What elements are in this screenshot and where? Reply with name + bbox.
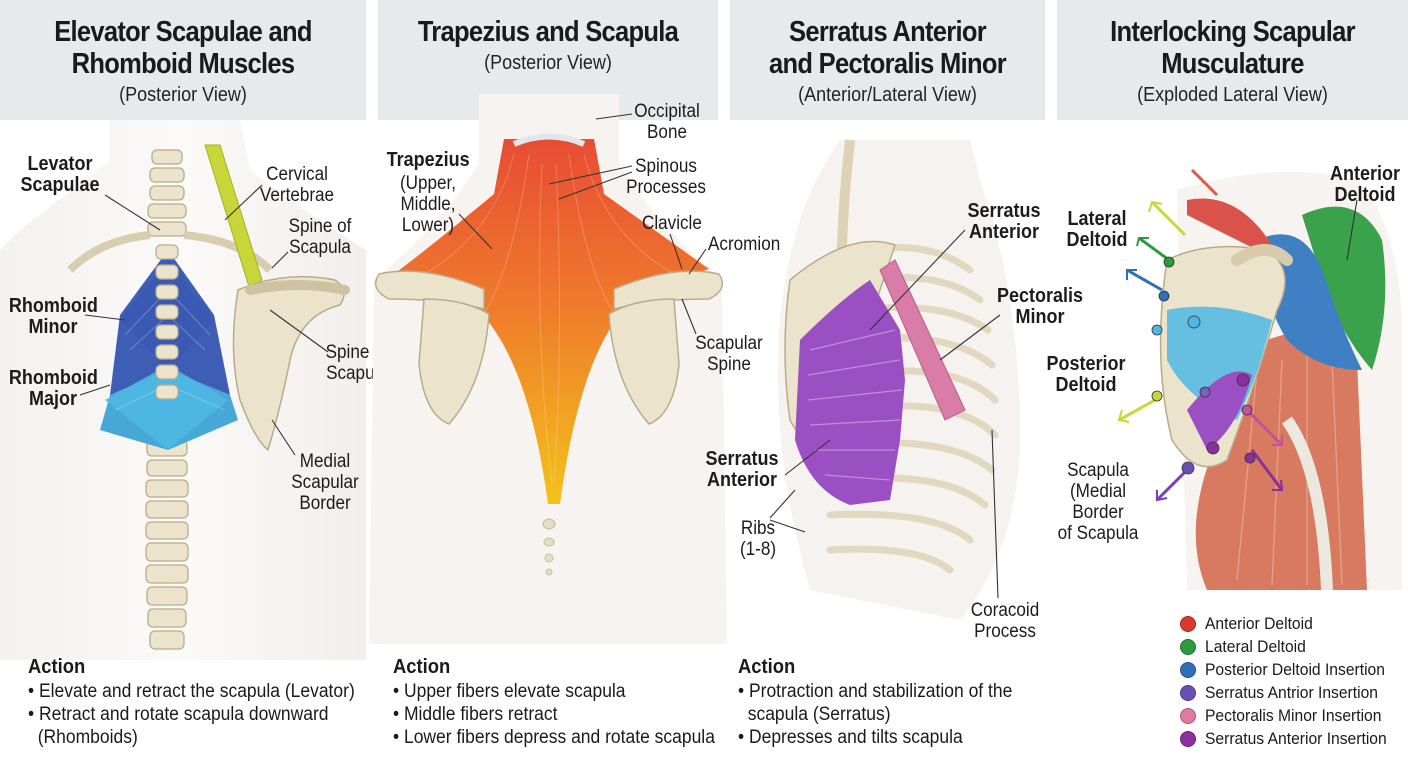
legend-swatch (1180, 615, 1196, 632)
legend-item: Lateral Deltoid (1180, 635, 1402, 658)
panel-title-line: Elevator Scapulae and (54, 16, 312, 48)
trapezius-parts-label: (Upper,Middle,Lower) (399, 173, 457, 236)
action-item: • Depresses and tilts scapula (738, 727, 963, 748)
action-heading: Action (738, 656, 796, 678)
action-item: • Retract and rotate scapula downward (28, 704, 329, 725)
legend-label: Serratus Anterior Insertion (1205, 728, 1387, 748)
clavicle-label: Clavicle (642, 213, 702, 234)
legend-item: Serratus Anterior Insertion (1180, 727, 1402, 750)
legend-item: Posterior Deltoid Insertion (1180, 658, 1402, 681)
legend-swatch (1180, 661, 1196, 678)
legend-label: Pectoralis Minor Insertion (1205, 705, 1382, 725)
panel-header: Serratus Anterior and Pectoralis Minor (… (730, 0, 1045, 120)
panel-subtitle: (Posterior View) (119, 84, 247, 106)
scapulae (374, 270, 724, 425)
action-section: Action • Elevate and retract the scapula… (28, 656, 355, 749)
legend-swatch (1180, 707, 1196, 724)
legend-swatch (1180, 684, 1196, 701)
interlocking-musculature-illustration (1117, 168, 1402, 591)
panel-title-line: Musculature (1161, 48, 1304, 80)
action-item: • Protraction and stabilization of the (738, 681, 1013, 702)
trapezius-illustration (369, 94, 727, 644)
acromion-label: Acromion (708, 234, 781, 255)
legend-swatch (1180, 730, 1196, 747)
panel-serratus-pectoralis: Serratus Anterior and Pectoralis Minor (… (730, 0, 1045, 768)
panel-subtitle: (Exploded Lateral View) (1137, 84, 1328, 106)
action-heading: Action (393, 656, 451, 678)
spine (145, 149, 189, 650)
legend-item: Pectoralis Minor Insertion (1180, 704, 1402, 727)
action-item: • Upper fibers elevate scapula (393, 681, 626, 702)
panel-levator-rhomboid: Elevator Scapulae and Rhomboid Muscles (… (0, 0, 388, 768)
panel-title-line: and Pectoralis Minor (769, 48, 1007, 80)
insertion-points (1151, 256, 1256, 475)
right-scapula (232, 275, 345, 452)
action-item: • Lower fibers depress and rotate scapul… (393, 727, 715, 748)
serratus-pectoralis-illustration (769, 139, 1021, 620)
serratus-insertion-muscle (1187, 371, 1252, 450)
action-item: • Middle fibers retract (393, 704, 558, 725)
serratus-anterior-muscle (795, 280, 905, 505)
action-item: scapula (Serratus) (738, 704, 891, 725)
panel-title-line: Rhomboid Muscles (71, 48, 295, 80)
panel-title-line: Serratus Anterior (789, 16, 987, 48)
action-heading: Action (28, 656, 86, 678)
anterior-deltoid-muscle (1302, 206, 1386, 370)
legend-label: Posterior Deltoid Insertion (1205, 659, 1385, 679)
panel-header: Interlocking Scapular Musculature (Explo… (1057, 0, 1408, 120)
force-arrows (1118, 168, 1284, 502)
panel-subtitle: (Anterior/Lateral View) (798, 84, 977, 106)
ribs-label: Ribs(1-8) (739, 518, 777, 560)
action-section: Action • Upper fibers elevate scapula • … (393, 656, 715, 749)
legend-item: Anterior Deltoid (1180, 612, 1402, 635)
panel-title-line: Interlocking Scapular (1110, 16, 1355, 48)
action-item: • Elevate and retract the scapula (Levat… (28, 681, 355, 702)
legend-label: Lateral Deltoid (1205, 636, 1306, 656)
action-item: (Rhomboids) (28, 727, 138, 748)
pectoralis-minor-muscle (879, 259, 966, 421)
levator-rhomboid-illustration (0, 120, 366, 660)
action-section: Action • Protraction and stabilization o… (738, 656, 1012, 749)
legend-label: Serratus Antrior Insertion (1205, 682, 1378, 702)
panel-header: Elevator Scapulae and Rhomboid Muscles (… (0, 0, 366, 120)
panel-title-line: Trapezius and Scapula (417, 16, 679, 48)
trapezius-label: Trapezius (386, 149, 470, 171)
panel-subtitle: (Posterior View) (484, 52, 612, 74)
panel-interlocking: Interlocking Scapular Musculature (Explo… (1057, 0, 1408, 768)
legend-label: Anterior Deltoid (1205, 613, 1313, 633)
legend-swatch (1180, 638, 1196, 655)
trapezius-muscle (394, 139, 709, 504)
legend-item: Serratus Antrior Insertion (1180, 681, 1402, 704)
levator-scapulae-muscle (204, 144, 263, 291)
